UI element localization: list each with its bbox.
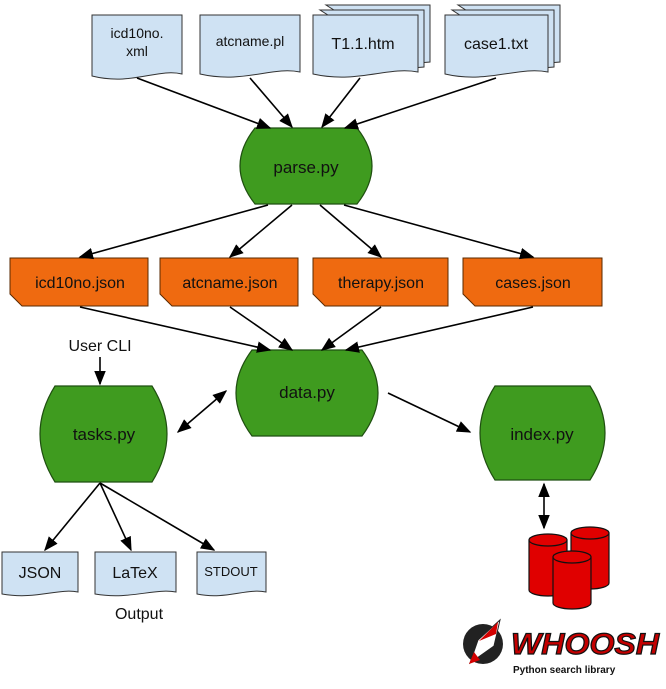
json-file-atcname: atcname.json [159, 257, 299, 307]
output-doc-latex: LaTeX [94, 551, 177, 597]
edge-atcname-pl-to-parse [249, 77, 293, 129]
edge-parse-to-icd10no-json [78, 204, 269, 260]
input-doc-case1-txt: case1.txt [444, 4, 561, 78]
edge-tasks-to-latex [99, 482, 132, 552]
edge-parse-to-therapy-json [319, 204, 383, 258]
process-index-py: index.py [479, 385, 606, 481]
edge-tasks-to-json [44, 482, 101, 552]
json-file-cases: cases.json [462, 257, 603, 307]
json-file-label: cases.json [495, 275, 571, 292]
edge-parse-to-cases-json [343, 204, 535, 260]
edge-tasks-data-bidirectional [176, 390, 228, 433]
edge-cases-json-to-data [344, 306, 534, 353]
process-tasks-py: tasks.py [39, 385, 168, 483]
process-label: tasks.py [73, 425, 136, 444]
whoosh-logo-text: WHOOSH [511, 628, 660, 661]
input-doc-icd10no-xml: icd10no. xml [91, 14, 183, 80]
edge-therapy-json-to-data [320, 306, 382, 351]
process-label: data.py [279, 383, 335, 402]
output-label: LaTeX [112, 565, 158, 582]
doc-label: T1.1.htm [331, 36, 394, 53]
doc-label-line2: xml [126, 43, 148, 59]
json-file-label: therapy.json [338, 275, 424, 292]
output-label: JSON [19, 565, 62, 582]
json-file-icd10no: icd10no.json [9, 257, 149, 307]
json-file-therapy: therapy.json [312, 257, 449, 307]
process-data-py: data.py [235, 349, 379, 437]
process-label: index.py [510, 425, 574, 444]
doc-label: case1.txt [464, 36, 529, 53]
database-cylinders-icon [528, 526, 610, 610]
edge-icd10no-json-to-data [79, 306, 272, 353]
edge-t11-htm-to-parse [321, 77, 361, 129]
output-doc-json: JSON [1, 551, 79, 597]
json-file-label: icd10no.json [35, 275, 125, 292]
db-cylinder [552, 550, 592, 610]
edge-parse-to-atcname-json [228, 204, 293, 258]
whoosh-tagline: Python search library [513, 665, 616, 676]
whoosh-logo: WHOOSH Python search library [463, 618, 661, 676]
doc-label-line1: icd10no. [111, 25, 164, 41]
user-cli-label: User CLI [68, 338, 131, 355]
process-parse-py: parse.py [239, 127, 373, 205]
process-label: parse.py [273, 158, 339, 177]
input-doc-t11-htm: T1.1.htm [312, 4, 431, 78]
input-doc-atcname-pl: atcname.pl [199, 14, 301, 78]
edge-atcname-json-to-data [229, 306, 294, 351]
edge-icd10no-xml-to-parse [136, 77, 272, 129]
edge-case1-txt-to-parse [343, 77, 497, 130]
edge-tasks-to-stdout [99, 482, 216, 551]
output-label: Output [115, 606, 164, 623]
json-file-label: atcname.json [182, 275, 277, 292]
rocket-icon [463, 618, 503, 665]
edges [44, 77, 550, 552]
edge-data-to-index [387, 392, 472, 433]
output-label: STDOUT [204, 564, 258, 579]
doc-label: atcname.pl [216, 33, 284, 49]
output-doc-stdout: STDOUT [196, 551, 267, 597]
